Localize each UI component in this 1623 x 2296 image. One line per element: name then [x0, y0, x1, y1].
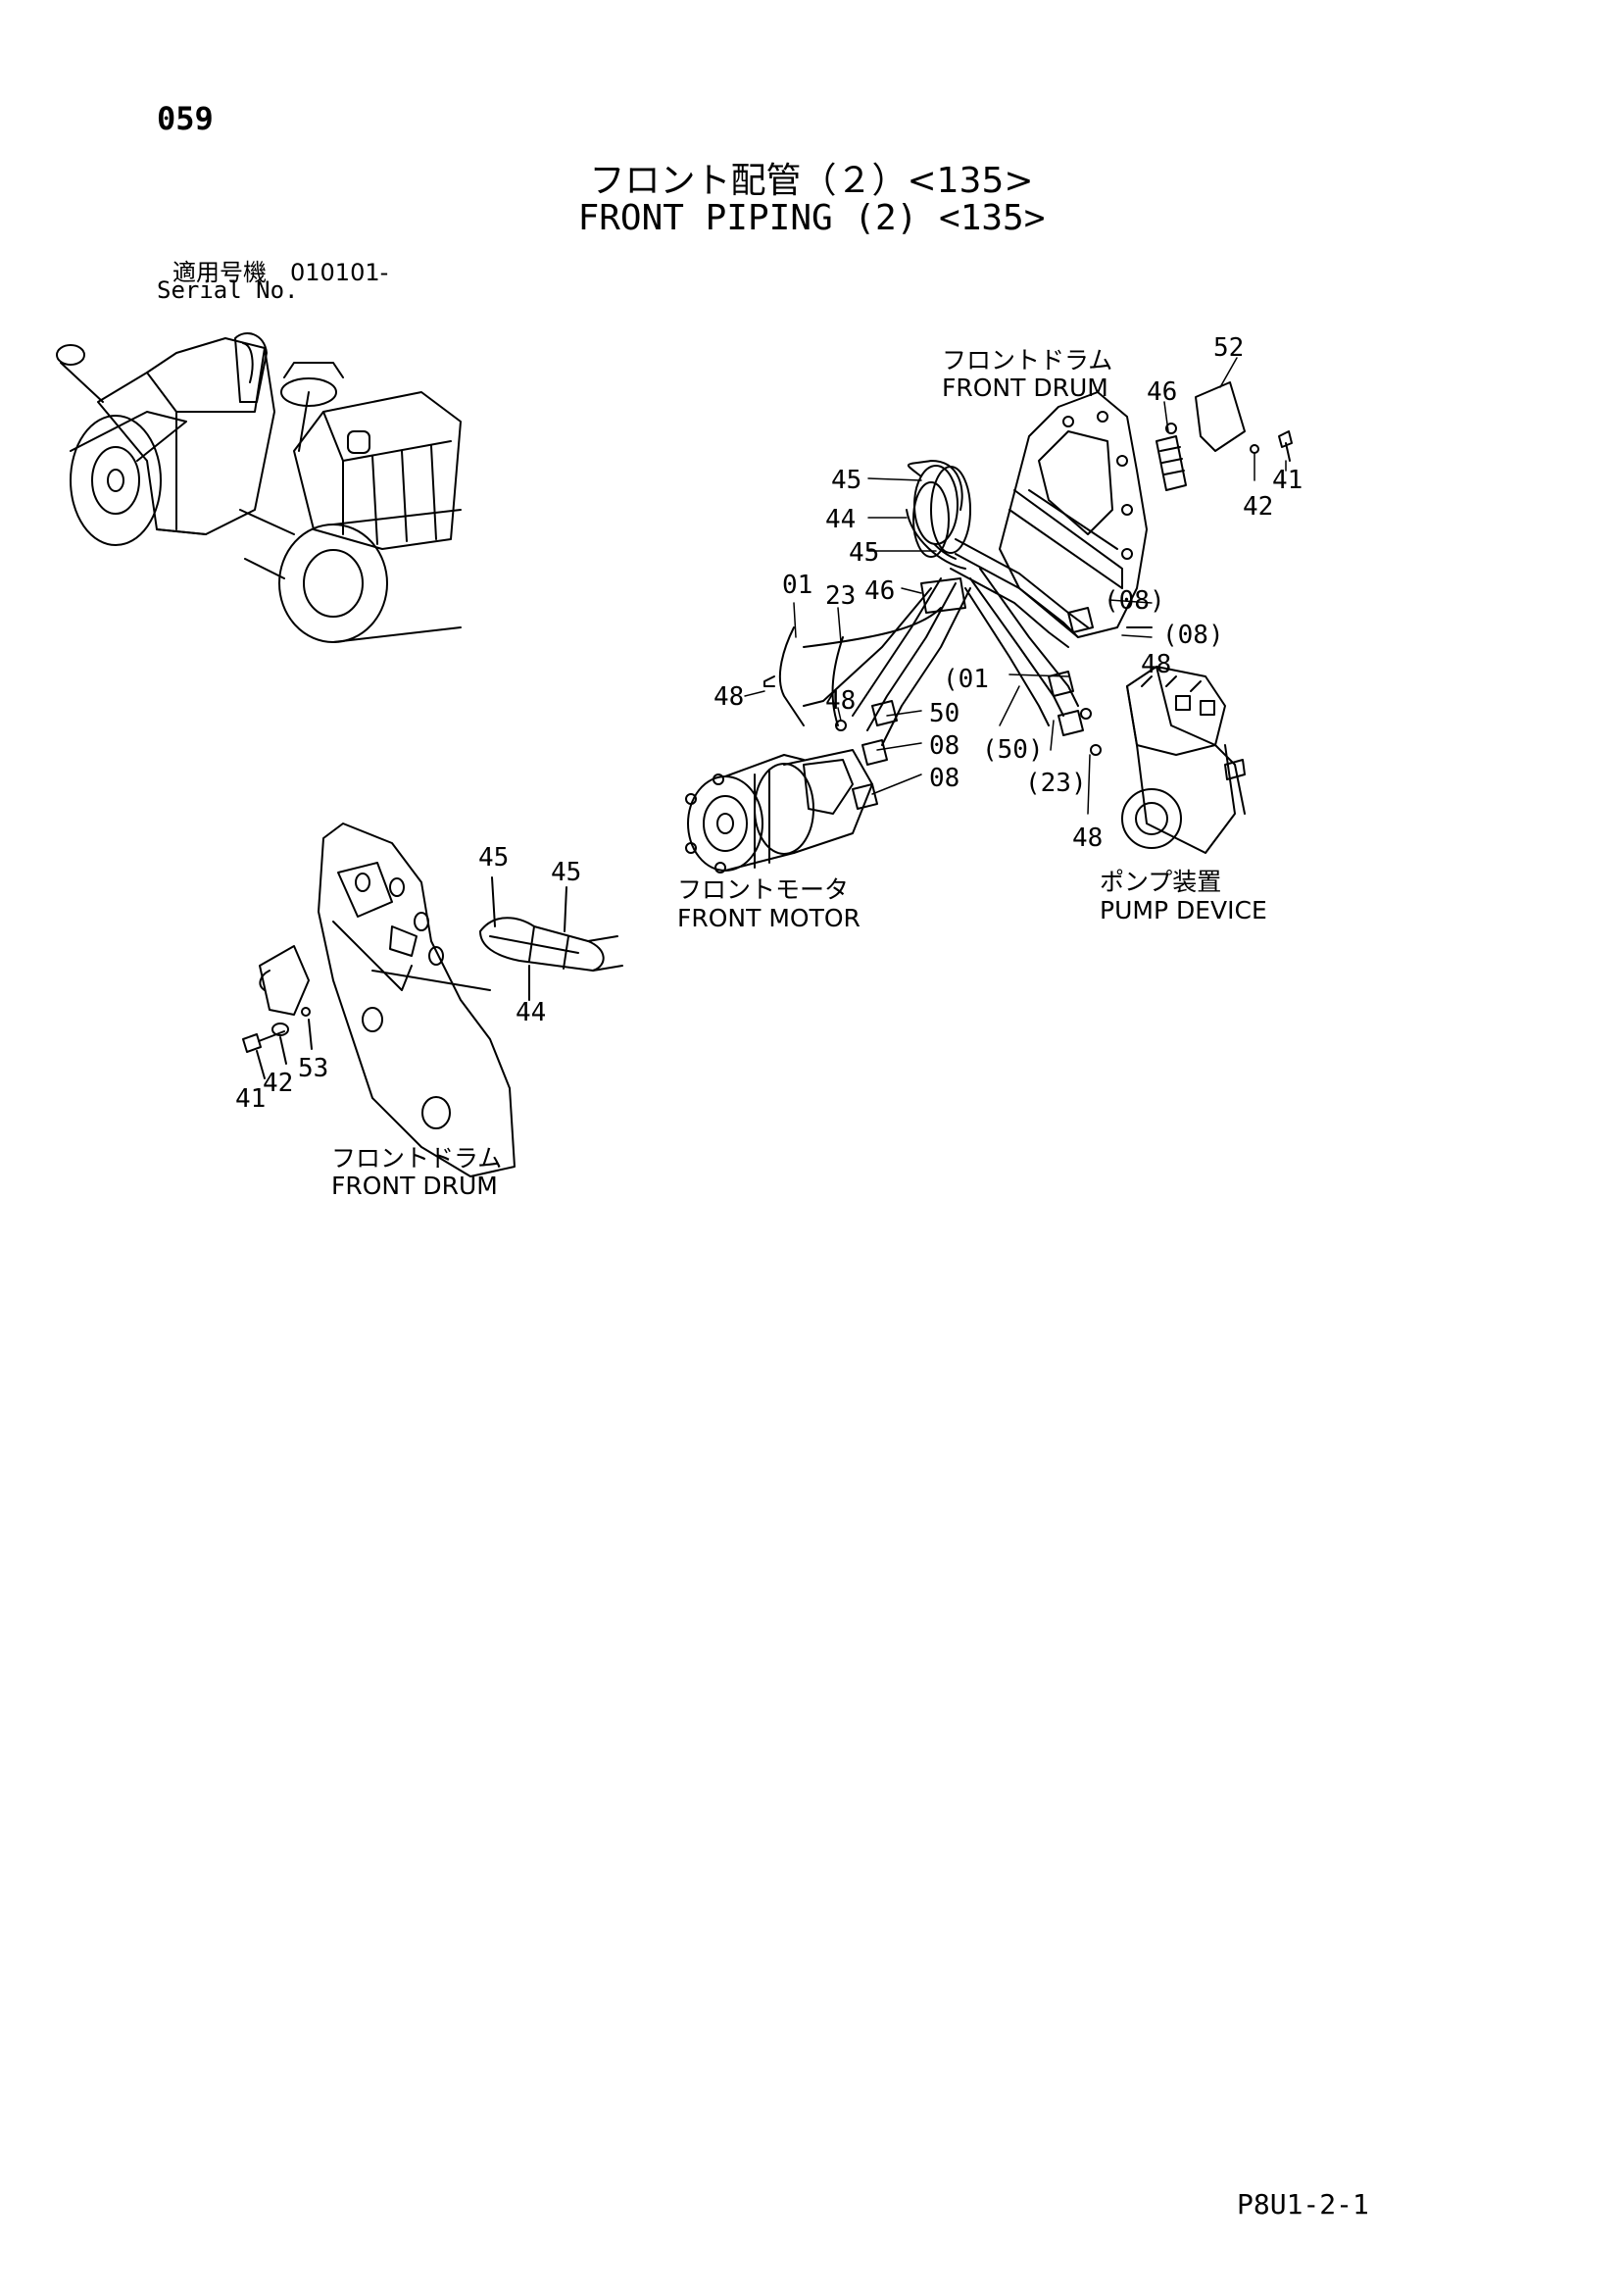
serial-label-en: Serial No.	[157, 276, 299, 304]
part-number-53: 53	[298, 1054, 329, 1083]
part-number-41: 41	[235, 1084, 267, 1114]
pump-device-label-en: PUMP DEVICE	[1100, 896, 1267, 924]
part-number-50: 50	[929, 699, 960, 728]
front-drum-bottom-label-jp: フロントドラム	[331, 1144, 503, 1173]
part-number-45: 45	[478, 843, 510, 873]
part-number-52: 52	[1213, 333, 1245, 363]
front-motor-label-en: FRONT MOTOR	[677, 904, 861, 932]
pump-device-illustration	[1122, 667, 1245, 853]
front-drum-top-label-en: FRONT DRUM	[942, 374, 1108, 402]
part-number-42: 42	[263, 1069, 294, 1098]
front-drum-bottom-label-en: FRONT DRUM	[331, 1172, 498, 1200]
part-number-08: (08)	[1162, 621, 1224, 650]
part-number-08: 08	[929, 731, 960, 761]
part-number-50: (50)	[982, 735, 1044, 765]
part-number-45: 45	[849, 538, 880, 568]
part-number-23: (23)	[1025, 769, 1087, 798]
machine-overview-illustration	[57, 333, 461, 642]
part-number-44: 44	[516, 998, 547, 1027]
front-drum-plate-top	[1000, 382, 1292, 637]
part-number-45: 45	[551, 858, 582, 887]
hose-bundle	[764, 461, 1152, 809]
leader-lines	[745, 358, 1286, 814]
pump-device-label-jp: ポンプ装置	[1100, 868, 1222, 896]
part-number-41: 41	[1272, 466, 1303, 495]
front-motor-label-jp: フロントモータ	[677, 875, 850, 904]
page-title-en: FRONT PIPING (2) <135>	[577, 198, 1046, 238]
front-motor-illustration	[686, 750, 872, 873]
part-number-01: (01	[943, 665, 989, 694]
footer-code: P8U1-2-1	[1237, 2188, 1369, 2221]
part-number-44: 44	[825, 505, 857, 534]
page-title-jp: フロント配管（２）<135>	[589, 161, 1034, 201]
part-number-48: 48	[825, 686, 857, 716]
part-number-48: 48	[713, 682, 745, 712]
part-number-42: 42	[1243, 492, 1274, 522]
part-number-48: 48	[1141, 650, 1172, 679]
part-number-01: 01	[782, 571, 813, 600]
serial-label-jp: 適用号機 010101-	[172, 259, 389, 286]
part-number-46: 46	[1147, 377, 1178, 407]
part-number-46: 46	[864, 576, 896, 606]
part-number-45: 45	[831, 466, 862, 495]
part-number-48: 48	[1072, 824, 1104, 853]
part-number-08: (08)	[1104, 586, 1165, 616]
front-drum-top-label-jp: フロントドラム	[942, 346, 1113, 374]
part-number-08: 08	[929, 764, 960, 793]
part-number-23: 23	[825, 581, 857, 611]
front-drum-detail-illustration	[243, 824, 622, 1176]
page-number: 059	[157, 100, 214, 137]
